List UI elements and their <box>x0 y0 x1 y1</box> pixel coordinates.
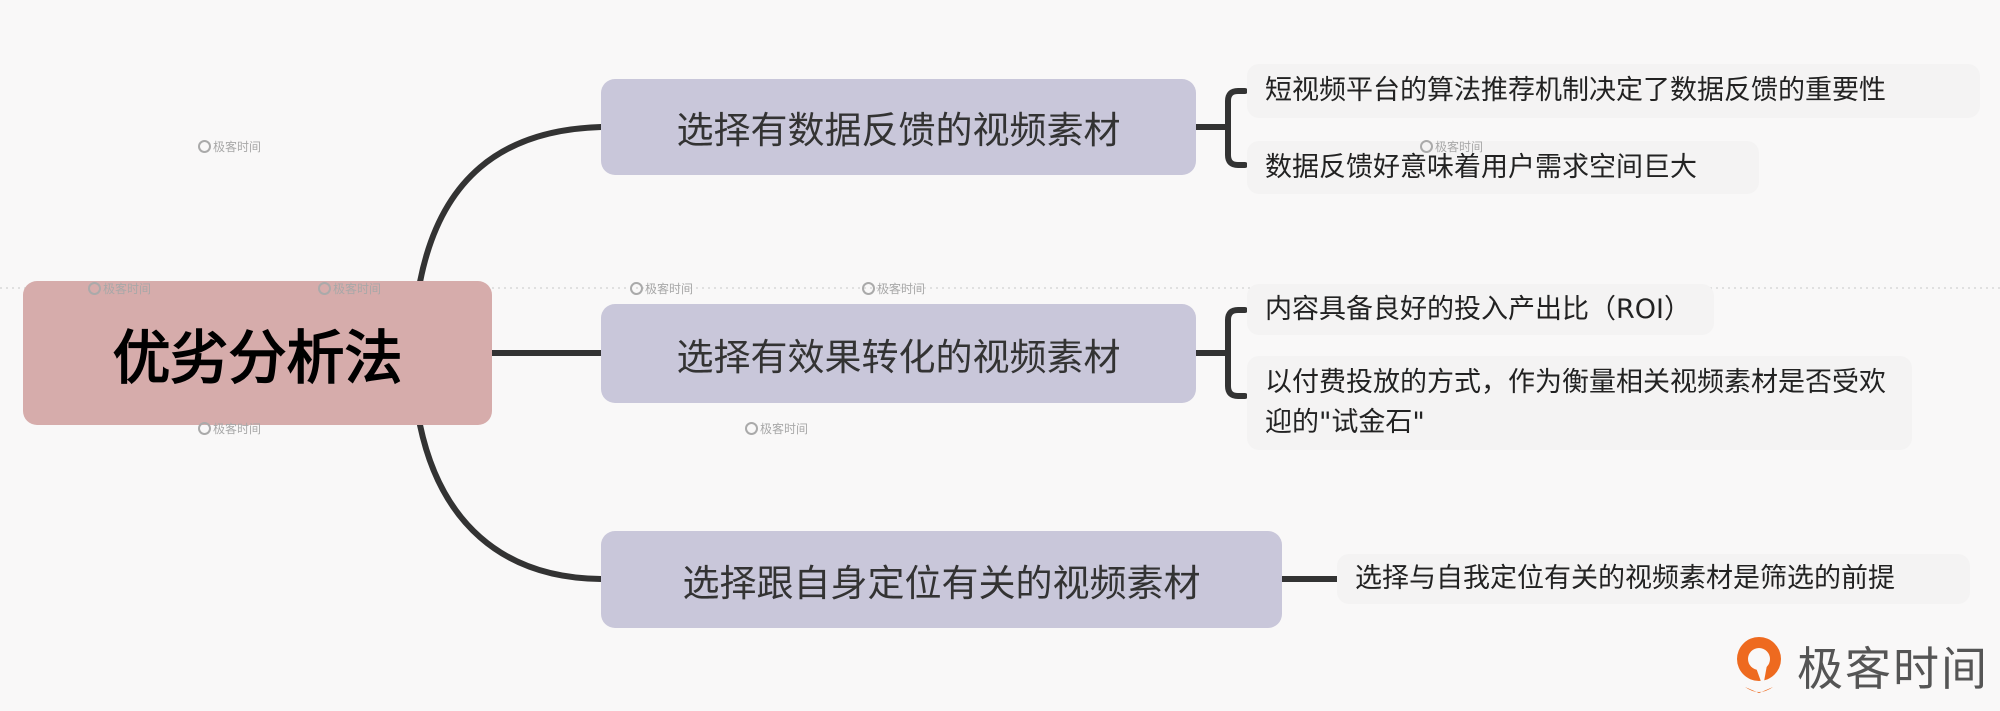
watermark: 极客时间 <box>630 280 693 297</box>
bracket-branch1 <box>1193 88 1248 168</box>
logo-text: 极客时间 <box>1797 642 1989 696</box>
leaf-node[interactable]: 选择与自我定位有关的视频素材是筛选的前提 <box>1337 554 1970 604</box>
branch-label: 选择跟自身定位有关的视频素材 <box>682 561 1201 605</box>
watermark: 极客时间 <box>198 420 261 437</box>
leaf-node[interactable]: 短视频平台的算法推荐机制决定了数据反馈的重要性 <box>1247 64 1980 118</box>
leaf-node[interactable]: 数据反馈好意味着用户需求空间巨大 <box>1247 141 1759 194</box>
connector-root-branch3 <box>417 422 604 582</box>
branch-node-conversion[interactable]: 选择有效果转化的视频素材 <box>601 304 1196 403</box>
watermark: 极客时间 <box>318 280 381 297</box>
branch-node-positioning[interactable]: 选择跟自身定位有关的视频素材 <box>601 531 1282 628</box>
branch-node-data-feedback[interactable]: 选择有数据反馈的视频素材 <box>601 79 1196 175</box>
root-node[interactable]: 优劣分析法 <box>23 281 492 425</box>
watermark: 极客时间 <box>88 280 151 297</box>
leaf-label: 短视频平台的算法推荐机制决定了数据反馈的重要性 <box>1265 75 1886 106</box>
brand-logo: 极客时间 <box>1733 633 1989 699</box>
bracket-branch2 <box>1193 307 1248 399</box>
leaf-label: 以付费投放的方式，作为衡量相关视频素材是否受欢迎的"试金石" <box>1265 367 1886 438</box>
branch-label: 选择有数据反馈的视频素材 <box>676 109 1121 152</box>
leaf-node[interactable]: 以付费投放的方式，作为衡量相关视频素材是否受欢迎的"试金石" <box>1247 356 1912 450</box>
connector-root-branch1 <box>417 124 604 285</box>
watermark: 极客时间 <box>198 138 261 155</box>
leaf-node[interactable]: 内容具备良好的投入产出比（ROI） <box>1247 284 1714 335</box>
leaf-label: 选择与自我定位有关的视频素材是筛选的前提 <box>1355 563 1895 594</box>
watermark: 极客时间 <box>745 420 808 437</box>
branch-label: 选择有效果转化的视频素材 <box>676 335 1121 379</box>
watermark: 极客时间 <box>862 280 925 297</box>
leaf-label: 内容具备良好的投入产出比（ROI） <box>1265 293 1691 325</box>
watermark: 极客时间 <box>1420 138 1483 155</box>
leaf-label: 数据反馈好意味着用户需求空间巨大 <box>1265 151 1697 183</box>
logo-pin-icon <box>1737 637 1781 693</box>
root-label: 优劣分析法 <box>112 324 403 392</box>
